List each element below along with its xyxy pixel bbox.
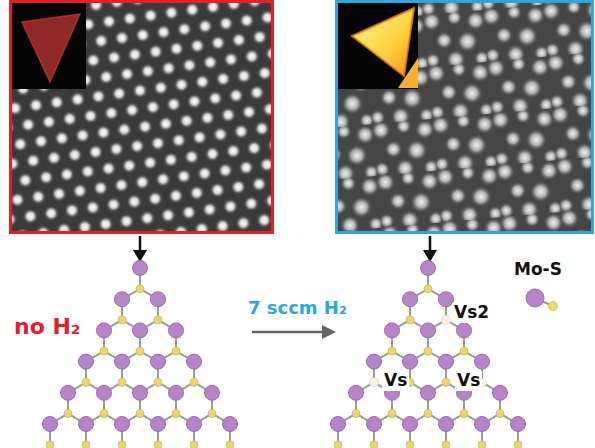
condition-label: 7 sccm H₂ [246, 298, 349, 319]
stem-image-defective [337, 2, 593, 233]
vacancy-label: Vs2 [452, 303, 491, 323]
mos2-lattice-pristine [43, 261, 238, 448]
legend-label: Mo-S [512, 260, 564, 280]
vacancy-label: Vs [455, 371, 482, 391]
mo-s-key-symbol [526, 289, 558, 311]
mos2-lattice-defective [331, 261, 526, 448]
process-arrow [252, 325, 336, 339]
stem-image-pristine [11, 2, 273, 233]
condition-label: no H₂ [12, 314, 82, 339]
down-arrow [133, 236, 437, 262]
vacancy-label: Vs [382, 371, 409, 391]
